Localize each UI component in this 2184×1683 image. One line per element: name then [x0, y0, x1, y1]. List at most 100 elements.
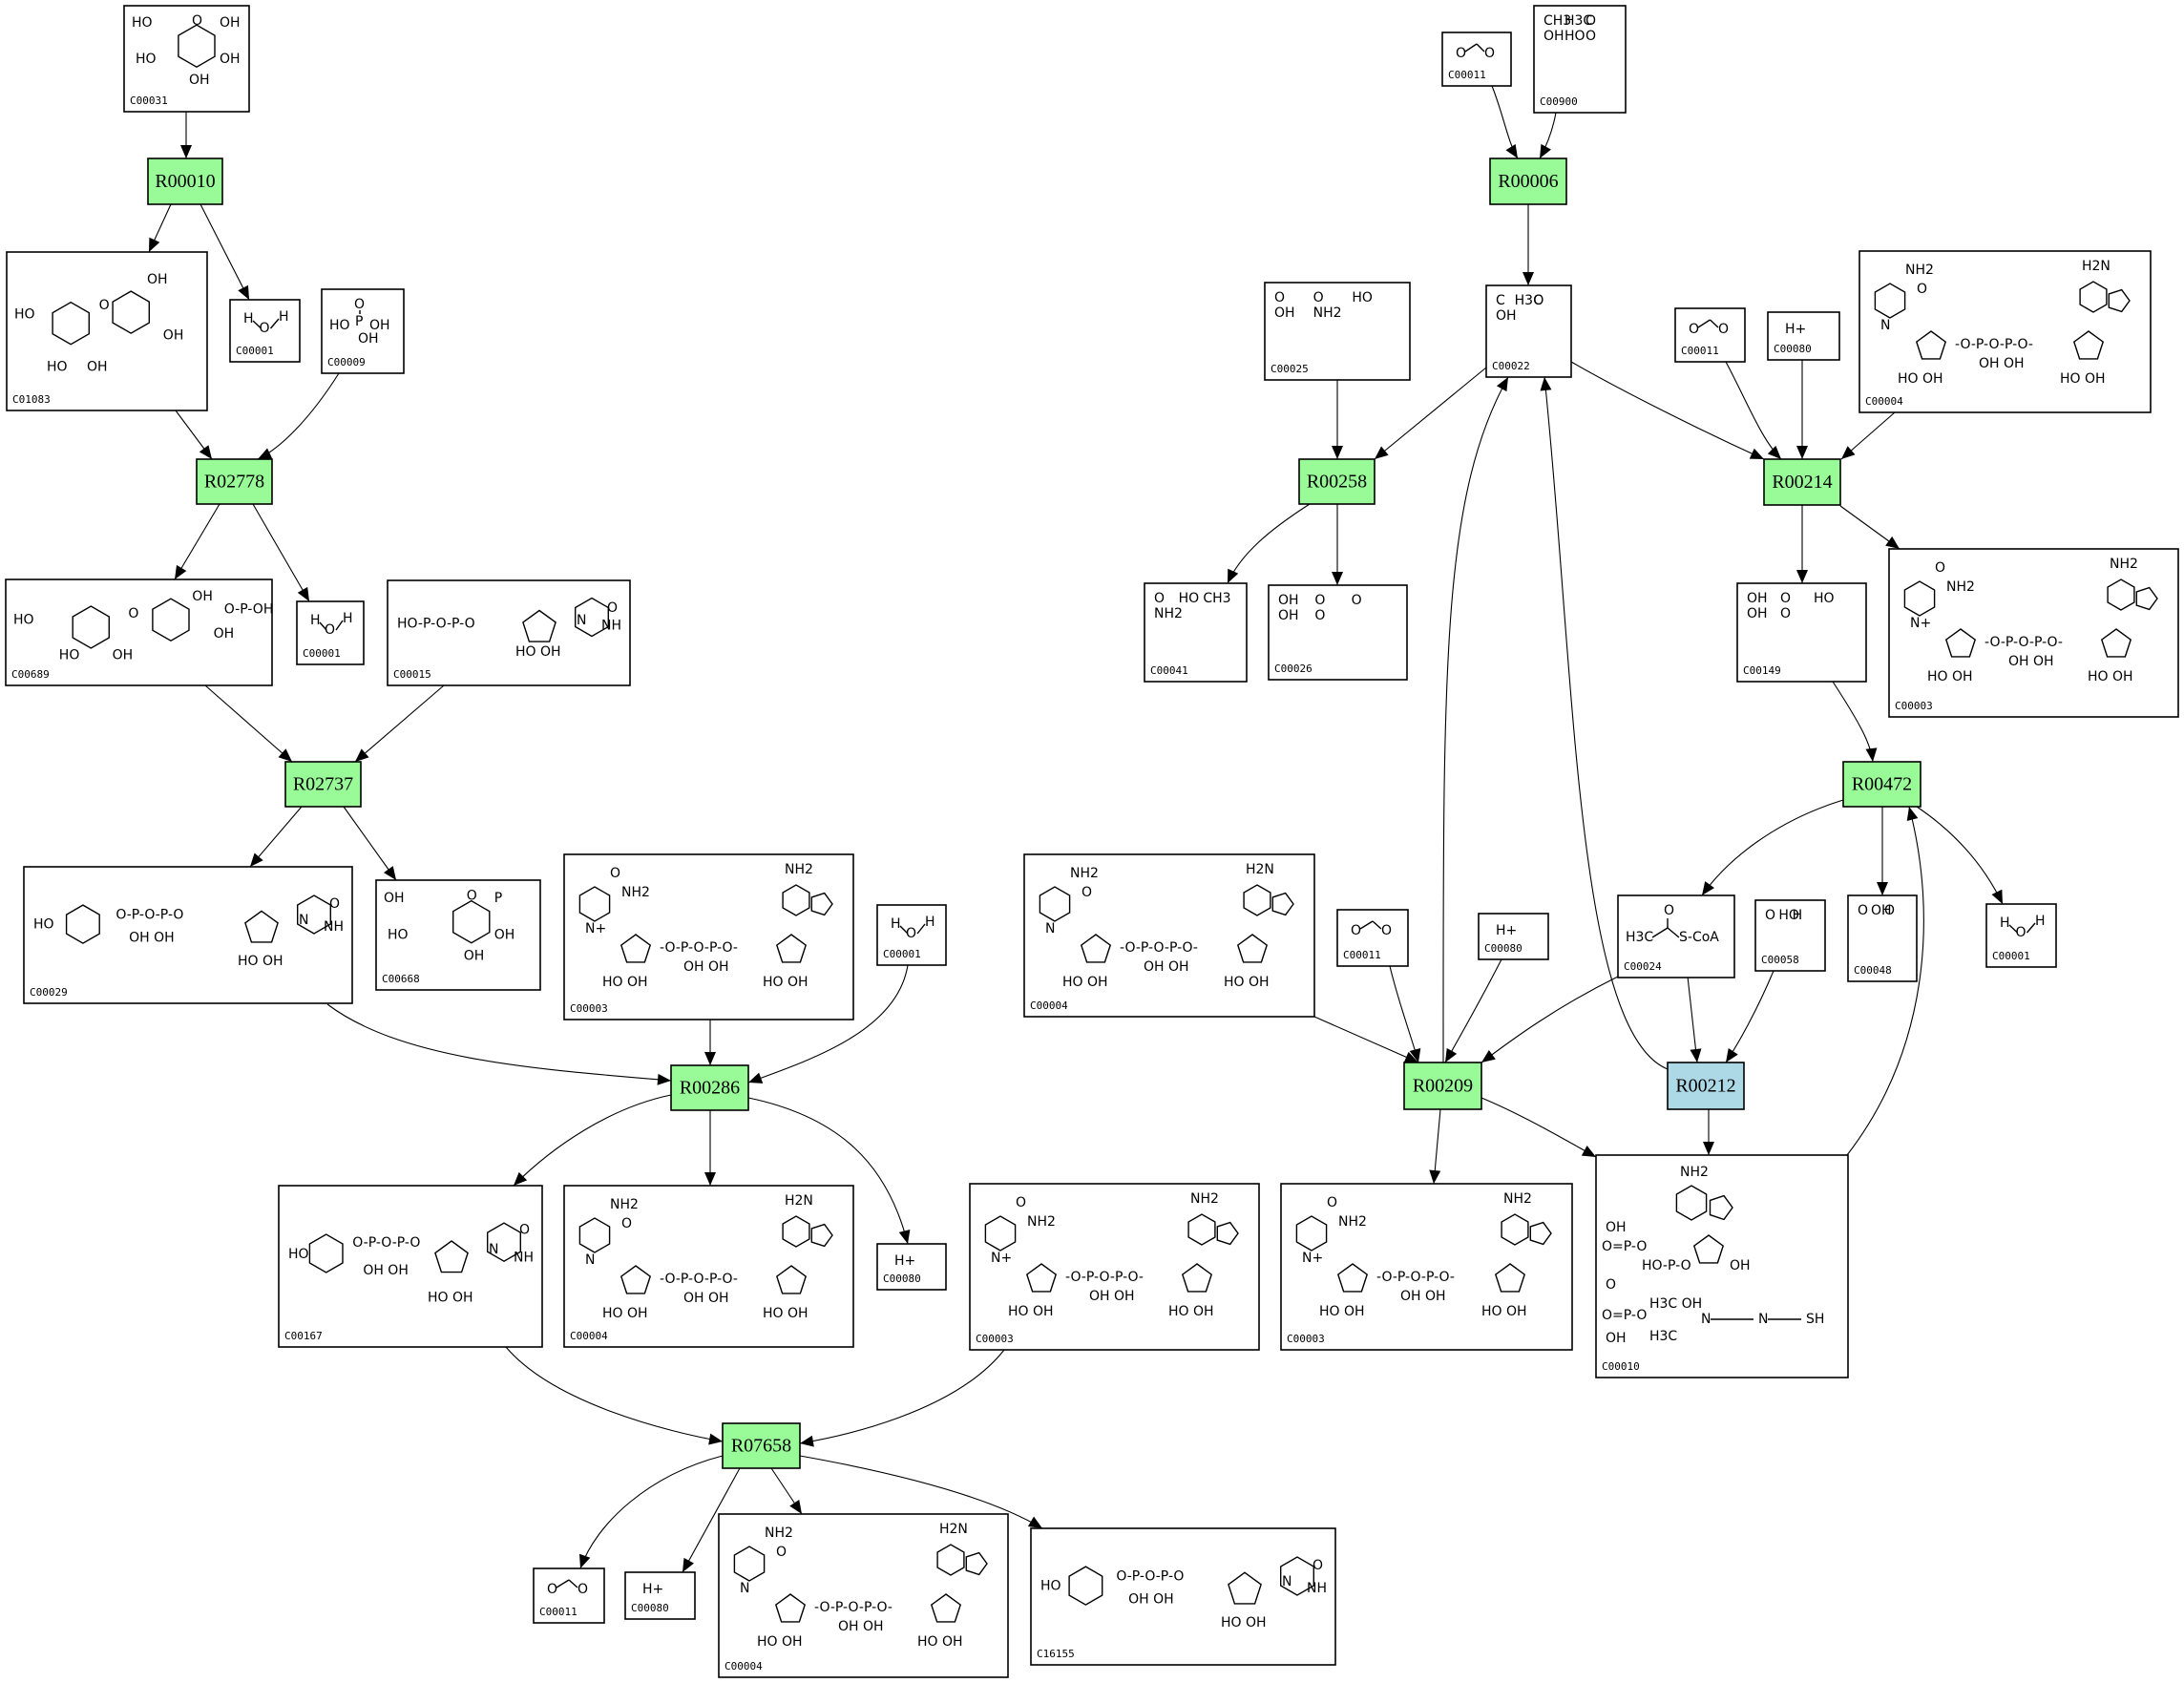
reaction-box[interactable] [1403, 1062, 1482, 1110]
compound-box[interactable] [1144, 582, 1248, 683]
compound-box[interactable] [1280, 1183, 1573, 1351]
compound-box[interactable] [563, 853, 854, 1020]
compound-box[interactable] [1985, 903, 2057, 968]
compound-node[interactable]: H+C00080 [1767, 311, 1840, 361]
reaction-node[interactable]: R00209 [1403, 1062, 1482, 1110]
compound-box[interactable] [533, 1567, 605, 1624]
reaction-node[interactable]: R00214 [1763, 458, 1841, 506]
compound-box[interactable] [1441, 32, 1512, 87]
reaction-box-highlighted[interactable] [1667, 1062, 1745, 1110]
reaction-box[interactable] [147, 158, 223, 205]
reaction-box[interactable] [670, 1064, 749, 1111]
compound-box[interactable] [123, 5, 250, 113]
compound-box[interactable] [563, 1185, 854, 1348]
compound-node[interactable]: H+C00080 [1478, 913, 1549, 960]
compound-box[interactable] [624, 1571, 696, 1620]
compound-node[interactable]: H+C00080 [876, 1243, 947, 1291]
compound-box[interactable] [1767, 311, 1840, 361]
compound-box[interactable] [1336, 909, 1409, 967]
compound-box[interactable] [1858, 250, 2152, 413]
compound-box[interactable] [1268, 584, 1408, 681]
reaction-node[interactable]: R00006 [1489, 158, 1567, 205]
compound-box[interactable] [23, 866, 353, 1004]
reaction-box[interactable] [1842, 761, 1922, 808]
reaction-box[interactable] [284, 761, 362, 808]
compound-node[interactable]: H+C00080 [624, 1571, 696, 1620]
compound-box[interactable] [1485, 284, 1572, 378]
compound-box[interactable] [1674, 307, 1746, 363]
compound-box[interactable] [229, 299, 301, 363]
reaction-node[interactable]: R02737 [284, 761, 362, 808]
compound-box[interactable] [1736, 582, 1867, 683]
reaction-node[interactable]: R02778 [196, 458, 273, 505]
compound-box[interactable] [1617, 894, 1735, 978]
compound-box[interactable] [1478, 913, 1549, 960]
compound-box[interactable] [1888, 548, 2179, 718]
reaction-node[interactable]: R00258 [1298, 458, 1376, 505]
compound-box[interactable] [876, 904, 947, 966]
compound-box[interactable] [876, 1243, 947, 1291]
compound-box[interactable] [387, 579, 631, 686]
reaction-node[interactable]: R00212 [1667, 1062, 1745, 1110]
compound-box[interactable] [1533, 5, 1627, 114]
compound-box[interactable] [1023, 853, 1315, 1018]
reaction-box[interactable] [722, 1422, 801, 1469]
reaction-box[interactable] [1298, 458, 1376, 505]
compound-box[interactable] [6, 251, 208, 411]
reaction-node[interactable]: R07658 [722, 1422, 801, 1469]
compound-box[interactable] [718, 1513, 1009, 1678]
compound-box[interactable] [1754, 899, 1826, 972]
ring-bond [578, 886, 611, 922]
compound-box[interactable] [1264, 282, 1411, 381]
reaction-box[interactable] [1489, 158, 1567, 205]
reaction-node[interactable]: R00472 [1842, 761, 1922, 808]
compound-box[interactable] [1030, 1527, 1336, 1666]
reaction-node[interactable]: R00286 [670, 1064, 749, 1111]
compound-box[interactable] [969, 1183, 1260, 1351]
compound-box[interactable] [1847, 894, 1918, 982]
compound-box[interactable] [321, 288, 405, 374]
reaction-box[interactable] [196, 458, 273, 505]
compound-box[interactable] [5, 579, 273, 686]
reaction-box[interactable] [1763, 458, 1841, 506]
compound-box[interactable] [1595, 1154, 1849, 1378]
reaction-node[interactable]: R00010 [147, 158, 223, 205]
compound-box[interactable] [278, 1185, 543, 1348]
compound-box[interactable] [296, 600, 365, 665]
